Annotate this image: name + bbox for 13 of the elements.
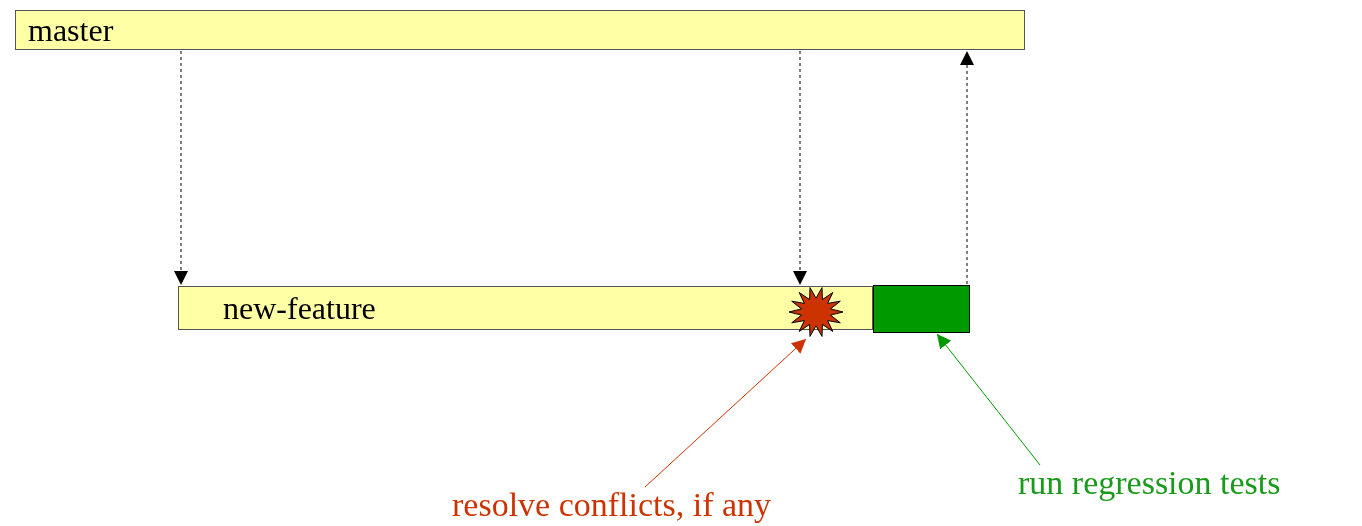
conflict-burst-icon	[788, 286, 844, 338]
callout-text: resolve conflicts, if any	[452, 488, 772, 522]
callout-text: run regression tests	[1018, 466, 1281, 500]
leader-line	[936, 333, 1041, 466]
arrow	[793, 50, 807, 286]
arrow	[174, 50, 188, 286]
arrow	[960, 50, 974, 285]
test-block	[873, 285, 970, 333]
branch-name: master	[28, 14, 114, 46]
branch-name: new-feature	[223, 292, 376, 324]
branch-bar	[15, 10, 1025, 50]
branch-bar	[178, 286, 873, 330]
leader-line	[644, 338, 807, 488]
